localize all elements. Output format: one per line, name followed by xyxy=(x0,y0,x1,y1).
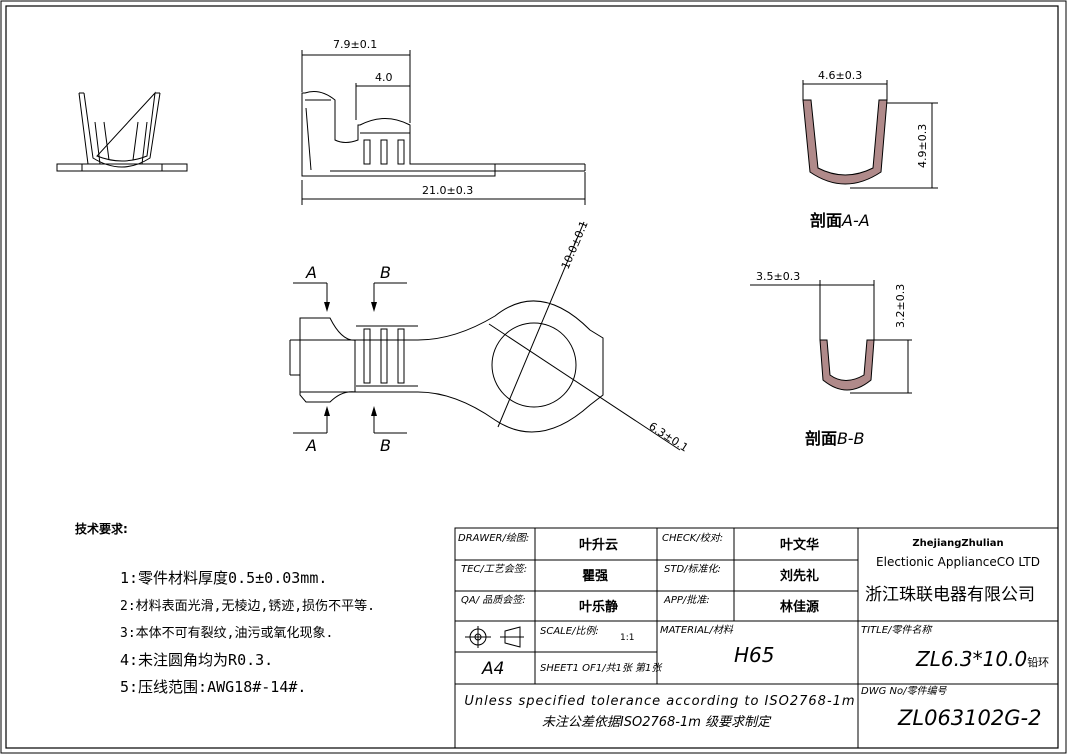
label-tec: TEC/工艺会签: xyxy=(461,563,527,575)
plan-view xyxy=(289,221,681,451)
dim-side-bottom: 21.0±0.3 xyxy=(422,184,473,197)
note-item-4: 4:未注圆角均为R0.3. xyxy=(120,651,273,669)
dim-aa-height: 4.9±0.3 xyxy=(916,124,929,168)
notes-heading: 技术要求: xyxy=(75,521,128,536)
front-profile-view xyxy=(56,91,188,172)
value-std: 刘先礼 xyxy=(780,568,819,584)
section-marker-a-bottom: A xyxy=(305,436,317,455)
caption-section-aa: 剖面A-A xyxy=(810,211,870,230)
title-block-grid xyxy=(454,527,1059,749)
label-dwg: DWG No/零件编号 xyxy=(861,685,947,697)
dim-aa-width: 4.6±0.3 xyxy=(818,69,862,82)
label-material: MATERIAL/材料 xyxy=(660,624,734,636)
note-item-2: 2:材料表面光滑,无棱边,锈迹,损伤不平等. xyxy=(120,598,375,614)
section-marker-b-top: B xyxy=(380,263,391,282)
value-material: H65 xyxy=(734,643,775,667)
note-item-5: 5:压线范围:AWG18#-14#. xyxy=(120,678,306,696)
tolerance-en: Unless specified tolerance according to … xyxy=(464,694,855,709)
label-std: STD/标准化: xyxy=(664,563,721,575)
value-app: 林佳源 xyxy=(780,599,819,615)
dim-side-top: 7.9±0.1 xyxy=(333,38,377,51)
value-tec: 瞿强 xyxy=(581,569,608,584)
dim-bb-width: 3.5±0.3 xyxy=(756,270,800,283)
tolerance-cn: 未注公差依据ISO2768-1m 级要求制定 xyxy=(542,714,772,730)
label-check: CHECK/校对: xyxy=(662,532,723,544)
value-title: ZL6.3*10.0铅环 xyxy=(915,647,1049,671)
value-dwg: ZL063102G-2 xyxy=(897,706,1041,730)
dim-plan-diag-bottom: 6.3±0.1 xyxy=(646,420,690,455)
company-cn: 浙江珠联电器有限公司 xyxy=(865,585,1035,605)
projection-symbol-icon xyxy=(465,626,524,648)
value-check: 叶文华 xyxy=(780,537,819,553)
label-sheet: SHEET1 OF1/共1张 第1张 xyxy=(540,662,663,674)
paper-size: A4 xyxy=(481,659,504,679)
value-drawer: 叶升云 xyxy=(579,537,618,553)
section-aa-view xyxy=(802,80,938,189)
side-view xyxy=(301,50,586,205)
label-app: APP/批准: xyxy=(663,594,710,606)
value-qa: 叶乐静 xyxy=(579,599,618,615)
value-scale: 1:1 xyxy=(620,633,634,643)
company-en-line2: Electionic ApplianceCO LTD xyxy=(876,555,1040,569)
plan-arrows xyxy=(324,302,377,416)
section-marker-b-bottom: B xyxy=(380,436,391,455)
label-qa: QA/ 品质会签: xyxy=(461,594,526,606)
section-marker-a-top: A xyxy=(305,263,317,282)
dim-bb-height: 3.2±0.3 xyxy=(894,284,907,328)
label-scale: SCALE/比例: xyxy=(540,625,599,637)
company-en-line1: ZhejiangZhulian xyxy=(912,538,1003,549)
section-bb-view xyxy=(750,280,912,394)
label-drawer: DRAWER/绘图: xyxy=(458,532,529,544)
caption-section-bb: 剖面B-B xyxy=(805,429,864,448)
note-item-1: 1:零件材料厚度0.5±0.03mm. xyxy=(120,569,327,587)
dim-plan-diag-top: 10.0±0.1 xyxy=(559,219,591,271)
label-title: TITLE/零件名称 xyxy=(861,624,933,636)
note-item-3: 3:本体不可有裂纹,油污或氧化现象. xyxy=(120,626,333,641)
dim-side-mid: 4.0 xyxy=(375,71,393,84)
